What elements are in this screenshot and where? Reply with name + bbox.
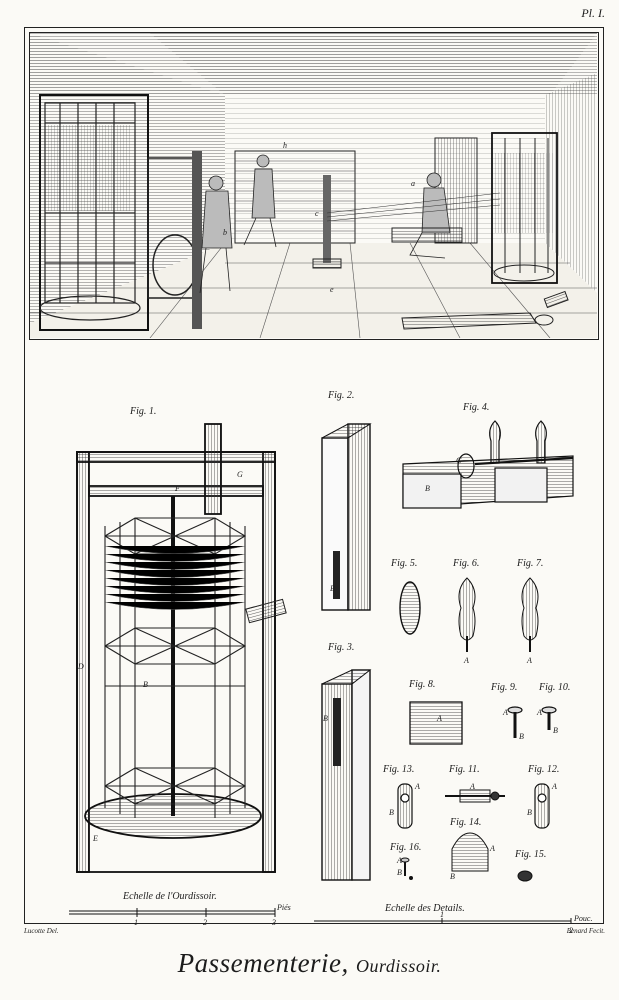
plate-number: Pl. I. <box>581 6 605 20</box>
scale-details-tick-2: 2 <box>569 926 573 935</box>
fig11-drawing <box>445 789 505 803</box>
credit-engraver: Benard Fecit. <box>566 927 605 935</box>
fig7-drawing <box>521 577 539 641</box>
fig16-letter-b: B <box>397 868 402 877</box>
fig8-drawing <box>409 701 463 745</box>
fig2-label: Fig. 2. <box>328 390 355 401</box>
part-letter-d: D <box>78 662 84 671</box>
fig13-letter-a: A <box>415 782 420 791</box>
fig12-letter-b: B <box>527 808 532 817</box>
fig12-drawing <box>534 783 550 829</box>
scale-details-tick-1: 1 <box>440 910 444 919</box>
scene-letter-h: h <box>283 141 287 150</box>
fig14-label: Fig. 14. <box>450 817 482 828</box>
figures-engraving <box>69 420 574 923</box>
fig3-letter-b: B <box>323 714 328 723</box>
fig9-letter-a: A <box>503 708 508 717</box>
scene-letter-b: b <box>223 228 227 237</box>
fig14-drawing <box>451 832 489 872</box>
fig7-letter-a: A <box>527 656 532 665</box>
fig10-drawing <box>541 706 557 730</box>
scale-ourdissoir-unit: Piés <box>277 903 291 912</box>
fig9-drawing <box>507 706 523 738</box>
scale-ourdissoir-tick-1: 1 <box>134 918 138 927</box>
fig6-drawing <box>458 577 476 641</box>
fig4-label: Fig. 4. <box>463 402 490 413</box>
scale-ourdissoir-tick-2: 2 <box>203 918 207 927</box>
part-letter-b: B <box>143 680 148 689</box>
fig9-letter-b: B <box>519 732 524 741</box>
plate-frame: h a c b e <box>24 27 604 935</box>
fig6-letter-a: A <box>464 656 469 665</box>
fig11-label: Fig. 11. <box>449 764 480 775</box>
scene-letter-e: e <box>330 285 334 294</box>
fig4-letter-b: B <box>425 484 430 493</box>
figures-panel: Fig. 1. Fig. 2. Fig. 3. Fig. 4. Fig. 5. … <box>25 346 603 935</box>
scene-letter-a: a <box>411 179 415 188</box>
fig7-label: Fig. 7. <box>517 558 544 569</box>
plate-title-main: Passementerie, <box>177 948 349 978</box>
plate-title-sub: Ourdissoir. <box>356 956 442 976</box>
fig3-drawing <box>321 669 372 881</box>
credit-draftsman: Lucotte Del. <box>24 927 59 935</box>
fig9-label: Fig. 9. <box>491 682 518 693</box>
fig15-label: Fig. 15. <box>515 849 547 860</box>
fig4-drawing <box>402 420 574 509</box>
fig14-letter-a: A <box>490 844 495 853</box>
scale-bars <box>69 908 572 923</box>
fig3-label: Fig. 3. <box>328 642 355 653</box>
fig16-drawing <box>400 857 413 880</box>
fig2-letter-b: B <box>330 584 335 593</box>
fig4-letter-c: C <box>456 456 462 465</box>
part-letter-g: G <box>237 470 243 479</box>
fig15-drawing <box>517 870 533 882</box>
part-letter-f: F <box>175 484 180 493</box>
fig6-label: Fig. 6. <box>453 558 480 569</box>
fig14-letter-b: B <box>450 872 455 881</box>
fig10-letter-b: B <box>553 726 558 735</box>
workshop-engraving <box>30 33 597 338</box>
workshop-scene: h a c b e <box>29 32 599 340</box>
fig13-label: Fig. 13. <box>383 764 415 775</box>
fig13-drawing <box>397 783 413 829</box>
fig12-letter-a: A <box>552 782 557 791</box>
part-letter-e: E <box>93 834 98 843</box>
fig11-letter-a: A <box>470 782 475 791</box>
fig2-drawing <box>321 423 372 611</box>
fig12-label: Fig. 12. <box>528 764 560 775</box>
fig5-drawing <box>399 581 421 635</box>
fig13-letter-b: B <box>389 808 394 817</box>
fig8-label: Fig. 8. <box>409 679 436 690</box>
plate-title: Passementerie, Ourdissoir. <box>0 948 619 979</box>
scale-ourdissoir-title: Echelle de l'Ourdissoir. <box>123 891 217 902</box>
scale-ourdissoir-tick-3: 3 <box>272 918 276 927</box>
fig5-label: Fig. 5. <box>391 558 418 569</box>
fig16-label: Fig. 16. <box>390 842 422 853</box>
scale-details-title: Echelle des Details. <box>385 903 465 914</box>
fig16-letter-a: A <box>397 856 402 865</box>
scene-letter-c: c <box>315 209 319 218</box>
scale-details-unit: Pouc. <box>574 914 593 923</box>
fig10-letter-a: A <box>537 708 542 717</box>
fig1-label: Fig. 1. <box>130 406 157 417</box>
fig8-letter-a: A <box>437 714 442 723</box>
fig10-label: Fig. 10. <box>539 682 571 693</box>
fig1-drawing <box>76 423 276 873</box>
